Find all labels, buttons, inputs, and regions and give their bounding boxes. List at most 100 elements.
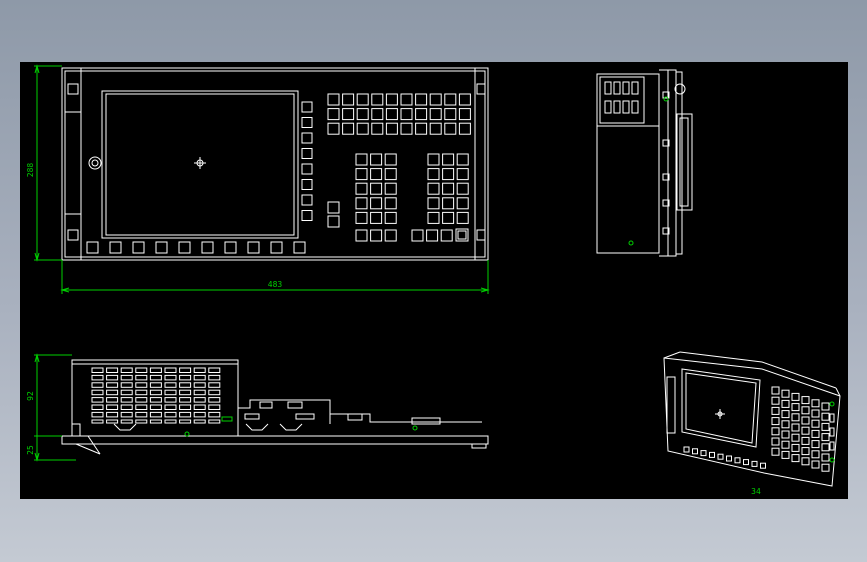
vent-slot	[179, 367, 192, 373]
key-inner	[457, 230, 467, 240]
key	[415, 122, 428, 135]
key	[385, 108, 398, 121]
key	[444, 108, 457, 121]
vent-slot	[164, 419, 177, 424]
iso-key	[811, 450, 820, 459]
key	[456, 197, 469, 210]
iso-key	[771, 406, 780, 415]
vent-slot	[193, 374, 206, 381]
front-view	[61, 67, 489, 261]
iso-key	[829, 441, 835, 451]
key	[456, 182, 469, 195]
iso-key	[801, 396, 810, 405]
iso-key	[781, 430, 790, 439]
softkey	[301, 179, 313, 190]
iso-key	[811, 399, 820, 408]
vent-slot	[135, 374, 148, 381]
vent-slot	[120, 419, 133, 424]
iso-key	[811, 409, 820, 418]
iso-key	[811, 429, 820, 438]
iso-key	[791, 403, 800, 412]
iso-view-label: 34	[751, 487, 761, 496]
vent-slot	[91, 367, 104, 373]
key	[384, 211, 397, 224]
vent-slot	[193, 397, 206, 403]
key	[400, 122, 413, 135]
key	[444, 93, 457, 106]
softkey	[247, 241, 260, 254]
vent-slot	[179, 419, 192, 424]
connector-pin	[613, 81, 621, 95]
key	[442, 182, 455, 195]
ventilation-grille	[91, 367, 221, 424]
iso-key	[801, 436, 810, 445]
drawing-svg: 288 483 92 25 34	[26, 64, 841, 496]
key	[442, 211, 455, 224]
key	[370, 153, 383, 166]
key	[384, 168, 397, 181]
lcd-screen	[101, 90, 299, 239]
key	[370, 211, 383, 224]
vent-slot	[164, 374, 177, 381]
softkey	[293, 241, 306, 254]
vent-slot	[91, 419, 104, 424]
iso-key	[811, 440, 820, 449]
vent-slot	[164, 411, 177, 418]
iso-key	[821, 463, 830, 472]
vent-slot	[179, 389, 192, 396]
vent-slot	[106, 397, 119, 403]
vent-slot	[91, 374, 104, 381]
iso-softkeys	[683, 446, 766, 469]
cad-drawing-canvas: 288 483 92 25 34	[20, 62, 848, 499]
key	[355, 197, 368, 210]
iso-softkey	[717, 453, 724, 460]
vent-slot	[135, 367, 148, 373]
vent-slot	[120, 382, 133, 388]
connector-pin	[631, 100, 639, 114]
key	[415, 108, 428, 121]
vent-slot	[149, 397, 162, 403]
softkey	[201, 241, 214, 254]
iso-key	[829, 441, 835, 451]
key	[355, 153, 368, 166]
vent-slot	[179, 382, 192, 388]
horizontal-softkeys	[86, 241, 306, 254]
iso-key	[811, 419, 820, 428]
connector-pin	[613, 100, 621, 114]
iso-key	[771, 396, 780, 405]
vent-slot	[91, 411, 104, 418]
vent-slot	[135, 404, 148, 410]
key	[427, 211, 440, 224]
key	[458, 122, 471, 135]
vent-slot	[91, 397, 104, 403]
iso-softkey	[734, 457, 741, 464]
iso-key	[791, 423, 800, 432]
vent-slot	[135, 397, 148, 403]
height-dimension-label: 288	[26, 163, 35, 178]
vent-slot	[208, 411, 221, 418]
key	[370, 182, 383, 195]
key	[456, 168, 469, 181]
iso-key	[821, 402, 830, 411]
top-base-plate	[61, 435, 489, 445]
vent-slot	[208, 374, 221, 381]
key	[429, 93, 442, 106]
key	[327, 201, 340, 214]
key	[371, 122, 384, 135]
key	[355, 168, 368, 181]
vent-slot	[164, 382, 177, 388]
iso-softkey	[709, 451, 715, 458]
vent-slot	[106, 374, 119, 381]
vent-slot	[149, 374, 162, 381]
key	[371, 93, 384, 106]
vent-slot	[106, 419, 119, 424]
iso-softkey	[692, 448, 698, 455]
side-body-outline	[596, 73, 660, 254]
vent-slot	[164, 397, 177, 403]
iso-key	[771, 437, 780, 446]
iso-keypad	[771, 386, 835, 472]
softkey	[86, 241, 99, 254]
key	[370, 168, 383, 181]
vent-slot	[135, 382, 148, 388]
key	[384, 197, 397, 210]
